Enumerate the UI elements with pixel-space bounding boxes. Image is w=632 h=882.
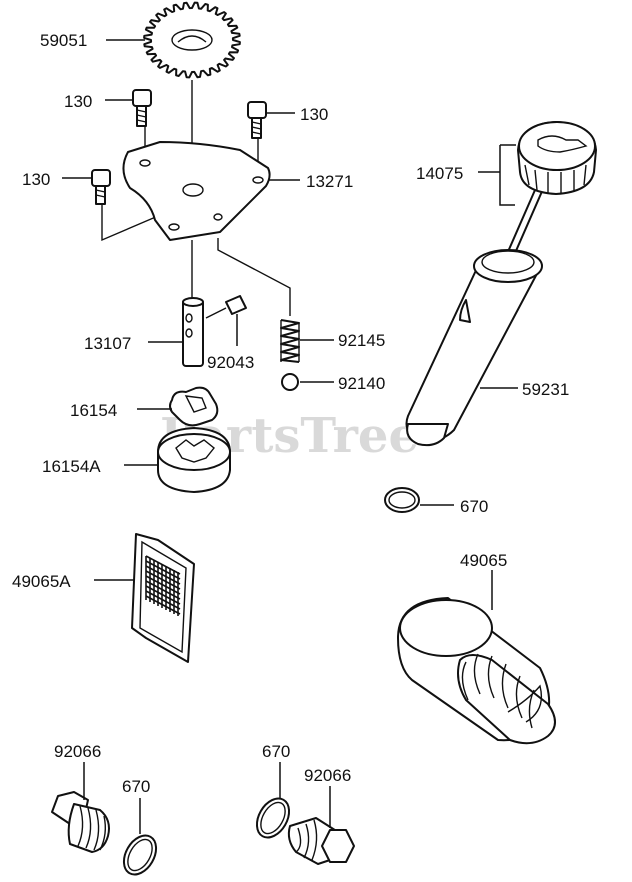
bolt-left-callout[interactable]: 130 — [22, 170, 50, 189]
oring-right-callout[interactable]: 670 — [262, 742, 290, 761]
oring-tube-callout[interactable]: 670 — [460, 497, 488, 516]
plug-left-part[interactable] — [51, 791, 110, 853]
spring-callout[interactable]: 92145 — [338, 331, 385, 350]
plug-right-part[interactable] — [287, 817, 355, 865]
cap-dipstick-part[interactable] — [501, 121, 597, 267]
bolt-right-top-part[interactable] — [247, 101, 267, 139]
shaft-callout[interactable]: 13107 — [84, 334, 131, 353]
bolt-right-top-callout[interactable]: 130 — [300, 105, 328, 124]
bolt-left-part[interactable] — [91, 169, 111, 205]
oring-left-callout[interactable]: 670 — [122, 777, 150, 796]
oring-tube-part[interactable] — [384, 487, 420, 513]
ball-part[interactable] — [281, 373, 299, 391]
spring-part[interactable] — [280, 319, 300, 363]
plug-left-callout[interactable]: 92066 — [54, 742, 101, 761]
plug-right-callout[interactable]: 92066 — [304, 766, 351, 785]
ball-callout[interactable]: 92140 — [338, 374, 385, 393]
oil-tube-callout[interactable]: 59231 — [522, 380, 569, 399]
gear-part[interactable] — [143, 1, 241, 79]
oil-filter-callout[interactable]: 49065 — [460, 551, 507, 570]
oring-left-part[interactable] — [117, 830, 162, 880]
inner-rotor-callout[interactable]: 16154 — [70, 401, 117, 420]
inner-rotor-part[interactable] — [169, 386, 219, 427]
gear-callout[interactable]: 59051 — [40, 31, 87, 50]
outer-rotor-callout[interactable]: 16154A — [42, 457, 101, 476]
plate-part[interactable] — [122, 141, 271, 241]
plate-callout[interactable]: 13271 — [306, 172, 353, 191]
bolt-left-top-callout[interactable]: 130 — [64, 92, 92, 111]
oring-right-part[interactable] — [250, 793, 295, 843]
pin-part[interactable] — [225, 295, 247, 315]
oil-filter-part[interactable] — [397, 597, 556, 745]
shaft-part[interactable] — [182, 297, 204, 367]
oil-tube-part[interactable] — [405, 249, 543, 447]
screen-filter-part[interactable] — [131, 533, 195, 663]
cap-dipstick-callout[interactable]: 14075 — [416, 164, 463, 183]
pin-callout[interactable]: 92043 — [207, 353, 254, 372]
screen-filter-callout[interactable]: 49065A — [12, 572, 71, 591]
outer-rotor-part[interactable] — [157, 427, 231, 493]
bolt-left-top-part[interactable] — [132, 89, 152, 127]
